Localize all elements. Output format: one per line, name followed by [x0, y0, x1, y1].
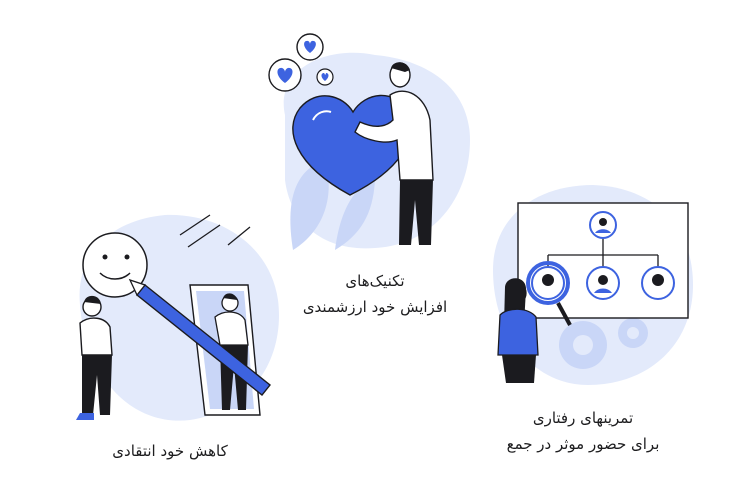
illustration-self-criticism: [60, 205, 295, 430]
illustration-behavioral: [478, 175, 703, 390]
person-icon: [497, 278, 539, 383]
illustration-self-worth: [255, 20, 485, 260]
leaf-shape: [290, 160, 329, 250]
heart-bubble-icon: [316, 68, 334, 86]
pencil-icon: [128, 278, 271, 396]
behavioral-svg: [493, 185, 693, 385]
caption-self-worth: تکنیک‌های افزایش خود ارزشمندی: [280, 268, 470, 320]
caption-line: افزایش خود ارزشمندی: [302, 298, 448, 316]
leaf-shape: [335, 180, 375, 250]
person-icon: [76, 295, 113, 420]
caption-behavioral: تمرینهای رفتاری برای حضور موثر در جمع: [478, 405, 688, 457]
heart-bubble-icon: [296, 33, 324, 61]
org-chart-icon: [517, 202, 689, 319]
caption-line: تکنیک‌های: [345, 272, 405, 290]
caption-line: برای حضور موثر در جمع: [506, 435, 660, 453]
heart-bubble-icon: [268, 58, 302, 92]
caption-line: کاهش خود انتقادی: [112, 442, 228, 460]
self-criticism-svg: [76, 214, 279, 421]
self-worth-svg: [268, 33, 470, 250]
caption-self-criticism: کاهش خود انتقادی: [70, 438, 270, 464]
person-icon: [354, 62, 434, 245]
gear-icon: [559, 318, 648, 369]
caption-line: تمرینهای رفتاری: [532, 409, 634, 427]
magnifier-icon: [526, 261, 572, 326]
